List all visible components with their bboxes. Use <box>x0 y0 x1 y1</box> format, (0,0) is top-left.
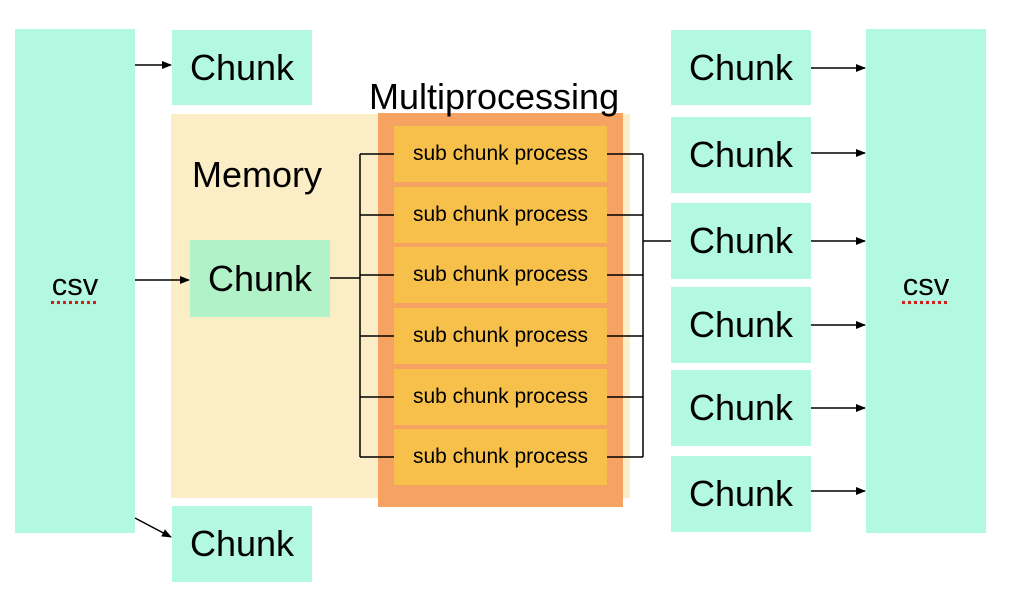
output-csv-box: csv <box>866 29 986 533</box>
memory-chunk: Chunk <box>190 240 330 317</box>
sub-chunk-process: sub chunk process <box>394 369 607 425</box>
output-chunk: Chunk <box>671 30 811 105</box>
memory-label: Memory <box>192 154 323 195</box>
input-csv-label: csv <box>51 267 99 302</box>
output-chunk: Chunk <box>671 370 811 446</box>
top-chunk: Chunk <box>172 30 312 105</box>
arrow-csv-to-bottom-chunk <box>134 517 172 538</box>
sub-chunk-process: sub chunk process <box>394 187 607 243</box>
output-csv-label: csv <box>902 267 950 302</box>
output-chunk: Chunk <box>671 456 811 532</box>
input-csv-box: csv <box>15 29 135 533</box>
multiprocessing-label: Multiprocessing <box>369 76 620 117</box>
output-chunk: Chunk <box>671 203 811 279</box>
sub-chunk-process: sub chunk process <box>394 247 607 303</box>
sub-chunk-process: sub chunk process <box>394 429 607 485</box>
sub-chunk-process: sub chunk process <box>394 308 607 364</box>
output-chunk: Chunk <box>671 117 811 193</box>
sub-chunk-process: sub chunk process <box>394 126 607 182</box>
bottom-chunk: Chunk <box>172 506 312 582</box>
output-chunk: Chunk <box>671 287 811 363</box>
